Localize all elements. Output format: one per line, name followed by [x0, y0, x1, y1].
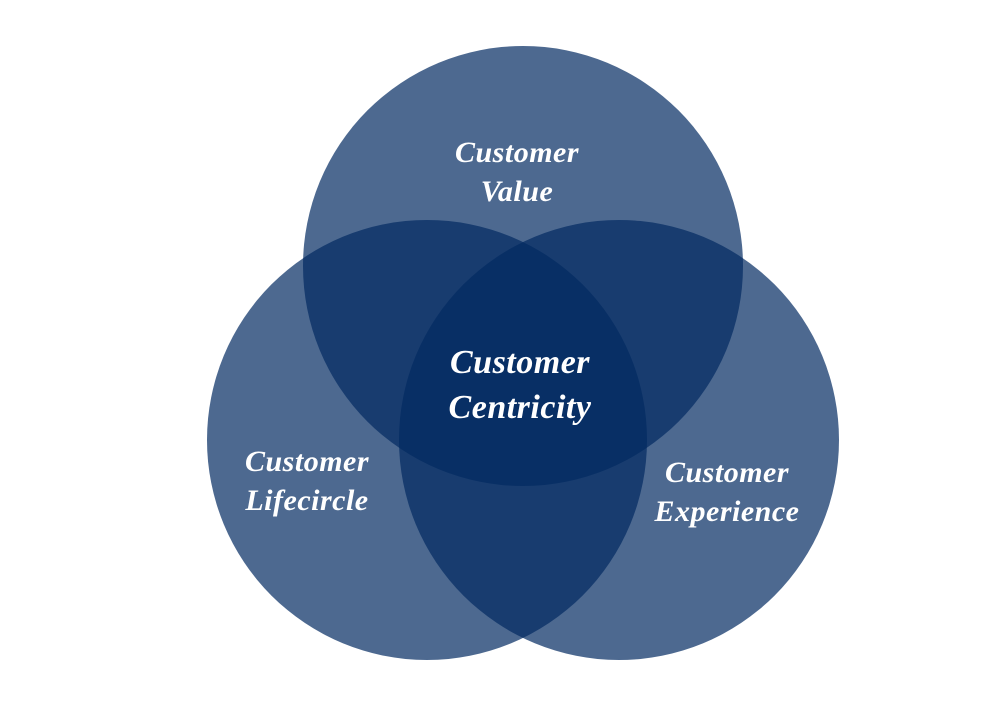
venn-circle-customer-experience [399, 220, 839, 660]
label-customer-centricity: Customer Centricity [448, 344, 592, 426]
label-customer-experience: Customer Experience [654, 456, 800, 528]
label-customer-value: Customer Value [454, 136, 580, 208]
label-customer-lifecircle: Customer Lifecircle [244, 445, 370, 517]
